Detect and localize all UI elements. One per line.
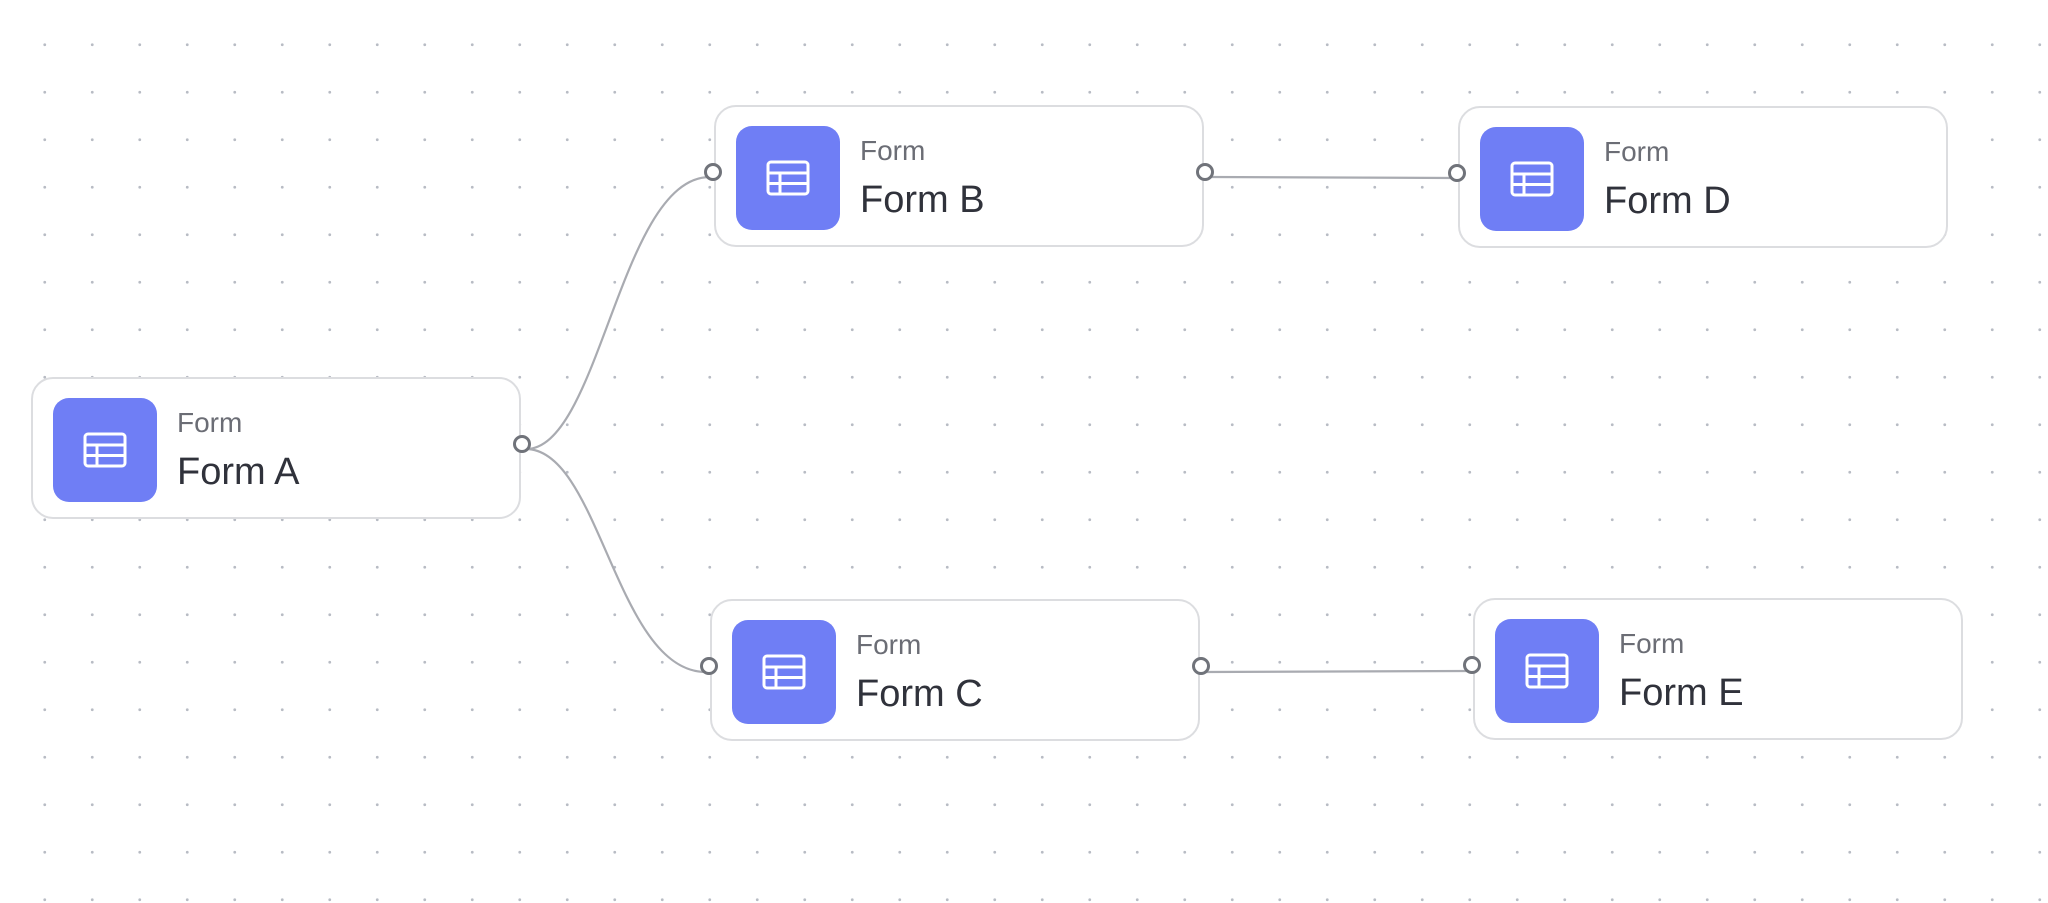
node-form-d[interactable]: Form Form D xyxy=(1448,106,1948,248)
table-form-icon xyxy=(732,620,836,724)
node-type-label: Form xyxy=(860,135,926,166)
node-form-e[interactable]: Form Form E xyxy=(1463,598,1963,740)
input-handle[interactable] xyxy=(1448,164,1466,182)
table-form-icon xyxy=(53,398,157,502)
node-type-label: Form xyxy=(856,629,922,660)
table-form-icon xyxy=(1480,127,1584,231)
node-title: Form E xyxy=(1619,672,1744,714)
node-title: Form A xyxy=(177,451,300,493)
node-type-label: Form xyxy=(1619,628,1685,659)
output-handle[interactable] xyxy=(513,435,531,453)
edge-form-c-to-form-e[interactable] xyxy=(1205,669,1470,674)
edge-form-a-to-form-c[interactable] xyxy=(525,447,707,674)
node-form-c[interactable]: Form Form C xyxy=(700,599,1210,741)
output-handle[interactable] xyxy=(1196,163,1214,181)
edge-form-b-to-form-d[interactable] xyxy=(1209,175,1455,180)
node-type-label: Form xyxy=(1604,136,1670,167)
node-form-b[interactable]: Form Form B xyxy=(704,105,1214,247)
node-title: Form D xyxy=(1604,180,1731,222)
output-handle[interactable] xyxy=(1192,657,1210,675)
node-title: Form C xyxy=(856,673,983,715)
table-form-icon xyxy=(736,126,840,230)
node-title: Form B xyxy=(860,179,985,221)
input-handle[interactable] xyxy=(704,163,722,181)
edge-form-a-to-form-b[interactable] xyxy=(525,175,711,451)
table-form-icon xyxy=(1495,619,1599,723)
input-handle[interactable] xyxy=(700,657,718,675)
node-type-label: Form xyxy=(177,407,243,438)
node-form-a[interactable]: Form Form A xyxy=(31,377,531,519)
input-handle[interactable] xyxy=(1463,656,1481,674)
